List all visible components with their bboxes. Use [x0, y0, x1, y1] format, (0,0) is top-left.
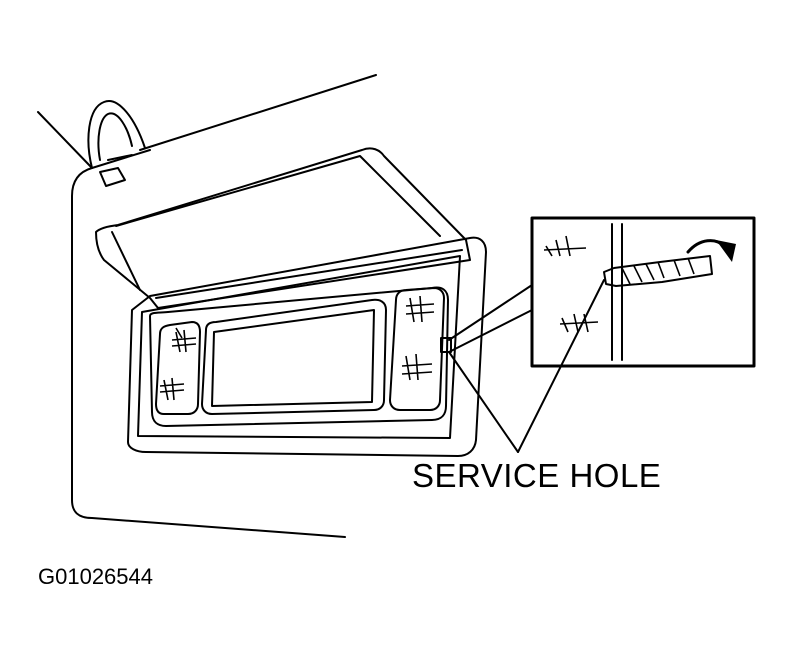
left-lamp [155, 321, 201, 415]
rotation-arrow-icon [686, 239, 736, 262]
right-lamp [389, 287, 445, 411]
sun-visor-body [71, 149, 346, 538]
mirror-tray [149, 286, 449, 427]
visor-mount-clip [87, 100, 146, 187]
mirror-glass [201, 298, 387, 415]
figure-id: G01026544 [38, 564, 153, 589]
vanity-mirror-frame [127, 236, 487, 457]
callout-leader-lines [448, 279, 605, 453]
service-hole [440, 337, 452, 353]
headliner-lines [37, 74, 377, 169]
service-hole-label: SERVICE HOLE [412, 457, 662, 494]
screwdriver-icon [603, 255, 713, 287]
mirror-cover-open [95, 147, 471, 309]
magnified-inset [448, 216, 756, 368]
